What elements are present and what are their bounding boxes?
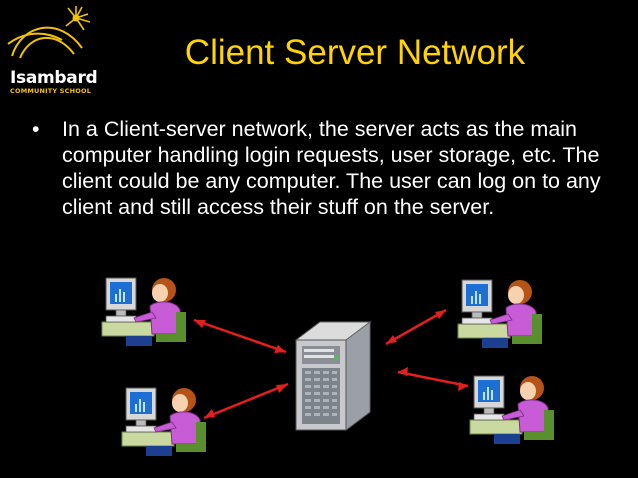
client-computer-top-left [101, 277, 187, 347]
arrowhead-icon [458, 382, 468, 391]
client-computer-top-right [457, 279, 543, 349]
logo-sun-icon [7, 6, 91, 59]
network-diagram [101, 277, 555, 457]
arrowhead-icon [276, 384, 288, 393]
bullet-icon: • [32, 117, 40, 141]
user-at-computer-icon [457, 279, 543, 349]
arrowhead-icon [274, 345, 286, 353]
arrow-top-left [193, 318, 287, 354]
client-computer-bottom-right [469, 375, 555, 445]
server-tower-icon [294, 321, 372, 431]
logo-name: Isambard [10, 68, 98, 88]
user-at-computer-icon [101, 277, 187, 347]
user-at-computer-icon [121, 387, 207, 457]
arrowheads [194, 310, 468, 418]
arrowhead-icon [386, 335, 397, 344]
arrowhead-icon [435, 310, 446, 319]
user-at-computer-icon [469, 375, 555, 445]
connection-arrows [193, 308, 469, 420]
client-computer-bottom-left [121, 387, 207, 457]
bullet-text: In a Client-server network, the server a… [62, 117, 601, 219]
arrow-bottom-left [203, 382, 289, 420]
school-logo: Isambard COMMUNITY SCHOOL [4, 4, 100, 95]
logo-subtitle: COMMUNITY SCHOOL [10, 87, 92, 95]
arrow-top-right [385, 308, 447, 346]
arrow-bottom-right [397, 370, 469, 388]
arrowhead-icon [204, 409, 215, 418]
slide-title: Client Server Network [184, 33, 526, 72]
arrowhead-icon [194, 320, 206, 328]
bullet-point: • In a Client-server network, the server… [32, 116, 617, 220]
arrowhead-icon [398, 367, 408, 376]
